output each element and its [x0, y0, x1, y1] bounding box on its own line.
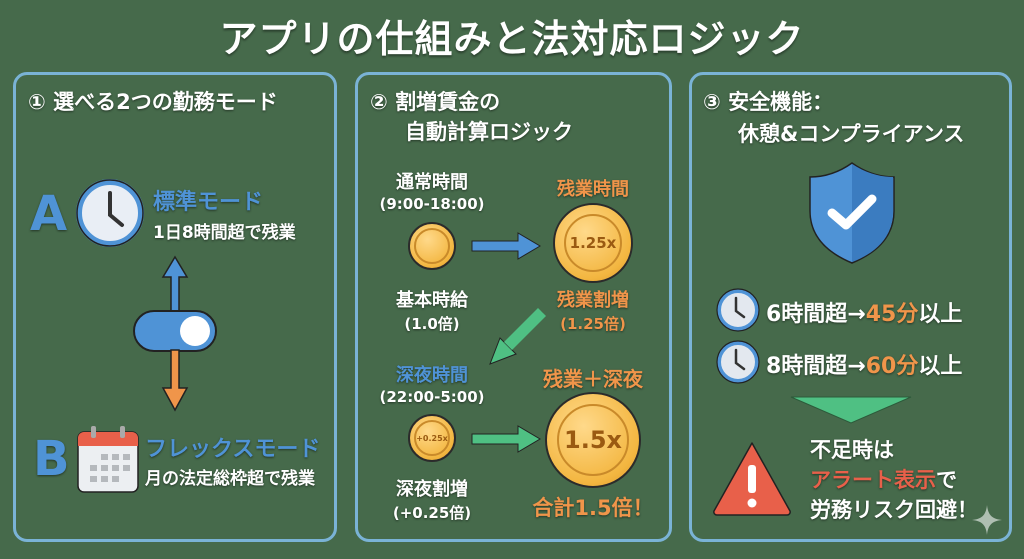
panel-work-modes — [13, 72, 337, 542]
arrow-right-green-icon — [471, 425, 541, 453]
page-title: アプリの仕組みと法対応ロジック — [219, 17, 805, 61]
clock-icon — [76, 179, 144, 247]
sparkle-icon — [972, 505, 1002, 535]
mode-b-desc: 月の法定総枠超で残業 — [145, 469, 315, 489]
combined-coin: 1.5x — [545, 392, 641, 488]
calendar-icon — [77, 426, 139, 493]
combined-total: 合計1.5倍！ — [532, 496, 654, 520]
panel-wage-logic — [355, 72, 672, 542]
alert-line3: 労務リスク回避！ — [810, 498, 978, 522]
alert-line1: 不足時は — [810, 438, 894, 462]
night-time-label: 深夜時間 — [396, 365, 468, 386]
mode-b-letter: B — [33, 431, 70, 487]
night-premium-rate: (+0.25倍) — [392, 504, 472, 522]
night-coin-value: +0.25x — [414, 420, 450, 456]
base-wage-label: 基本時給 — [396, 290, 468, 311]
night-coin: +0.25x — [408, 414, 456, 462]
mode-b-name: フレックスモード — [145, 437, 321, 462]
break-rule-6h: 6時間超→45分以上 — [766, 302, 963, 327]
shield-check-icon — [809, 162, 895, 264]
night-time-range: (22:00-5:00) — [379, 388, 485, 406]
down-triangle-icon — [790, 396, 912, 424]
panel1-header: ① 選べる2つの勤務モード — [28, 90, 278, 114]
arrow-up-icon — [161, 255, 189, 314]
panel3-header-line2: 休憩&コンプライアンス — [738, 122, 965, 146]
mode-a-desc: 1日8時間超で残業 — [153, 223, 296, 243]
clock-icon — [716, 288, 760, 332]
panel-safety — [689, 72, 1012, 542]
overtime-label: 残業時間 — [557, 179, 629, 200]
overtime-premium-rate: (1.25倍) — [560, 315, 626, 333]
mode-a-name: 標準モード — [153, 190, 264, 215]
normal-time-range: (9:00-18:00) — [379, 195, 485, 213]
clock-icon — [716, 340, 760, 384]
overtime-coin: 1.25x — [553, 203, 633, 283]
mode-a-letter: A — [30, 186, 68, 242]
alert-line2: アラート表示で — [810, 468, 957, 492]
normal-time-label: 通常時間 — [396, 172, 468, 193]
base-coin-icon — [408, 222, 456, 270]
combined-coin-value: 1.5x — [557, 404, 629, 476]
panel2-header-line2: 自動計算ロジック — [405, 120, 573, 144]
overtime-coin-value: 1.25x — [564, 214, 622, 272]
break-rule-8h: 8時間超→60分以上 — [766, 354, 963, 379]
combined-label: 残業＋深夜 — [543, 367, 643, 391]
arrow-diagonal-icon — [489, 308, 546, 365]
overtime-premium-label: 残業割増 — [557, 290, 629, 311]
arrow-down-icon — [161, 349, 189, 412]
base-wage-rate: (1.0倍) — [404, 315, 460, 333]
night-premium-label: 深夜割増 — [396, 479, 468, 500]
panel3-header-line1: ③ 安全機能： — [703, 90, 834, 114]
mode-toggle[interactable] — [133, 310, 217, 352]
warning-icon — [713, 442, 791, 516]
panel2-header-line1: ② 割増賃金の — [370, 90, 501, 114]
arrow-right-icon — [471, 232, 541, 260]
